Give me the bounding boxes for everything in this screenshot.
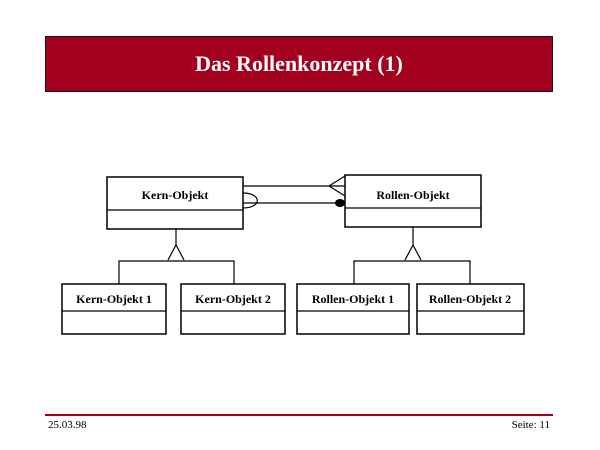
slide-title: Das Rollenkonzept (1) bbox=[195, 51, 403, 76]
role-inherit-branches bbox=[353, 260, 471, 284]
crows-foot-upper bbox=[328, 175, 346, 187]
class-box-core2 bbox=[180, 283, 286, 335]
footer-page-number: Seite: 11 bbox=[511, 419, 550, 431]
core-inherit-arrow bbox=[167, 243, 185, 261]
core-inherit-branches bbox=[118, 260, 235, 284]
class-label-core: Kern-Objekt bbox=[142, 188, 209, 202]
class-box-role1 bbox=[296, 283, 410, 335]
footer-date: 25.03.98 bbox=[48, 419, 87, 431]
class-box-core1 bbox=[61, 283, 167, 335]
class-label-core1: Kern-Objekt 1 bbox=[76, 292, 152, 306]
footer-divider bbox=[45, 414, 553, 416]
role-inherit-arrow bbox=[404, 243, 422, 261]
class-label-role: Rollen-Objekt bbox=[376, 188, 449, 202]
class-label-core2: Kern-Objekt 2 bbox=[195, 292, 271, 306]
class-label-role2: Rollen-Objekt 2 bbox=[429, 292, 511, 306]
crows-foot-lower bbox=[328, 185, 346, 197]
class-label-role1: Rollen-Objekt 1 bbox=[312, 292, 394, 306]
aggregation-dot bbox=[335, 199, 345, 207]
class-box-core bbox=[106, 176, 244, 230]
class-box-role bbox=[344, 174, 482, 228]
title-banner: Das Rollenkonzept (1) bbox=[45, 36, 553, 92]
class-box-role2 bbox=[416, 283, 525, 335]
self-association-loop bbox=[242, 192, 258, 209]
